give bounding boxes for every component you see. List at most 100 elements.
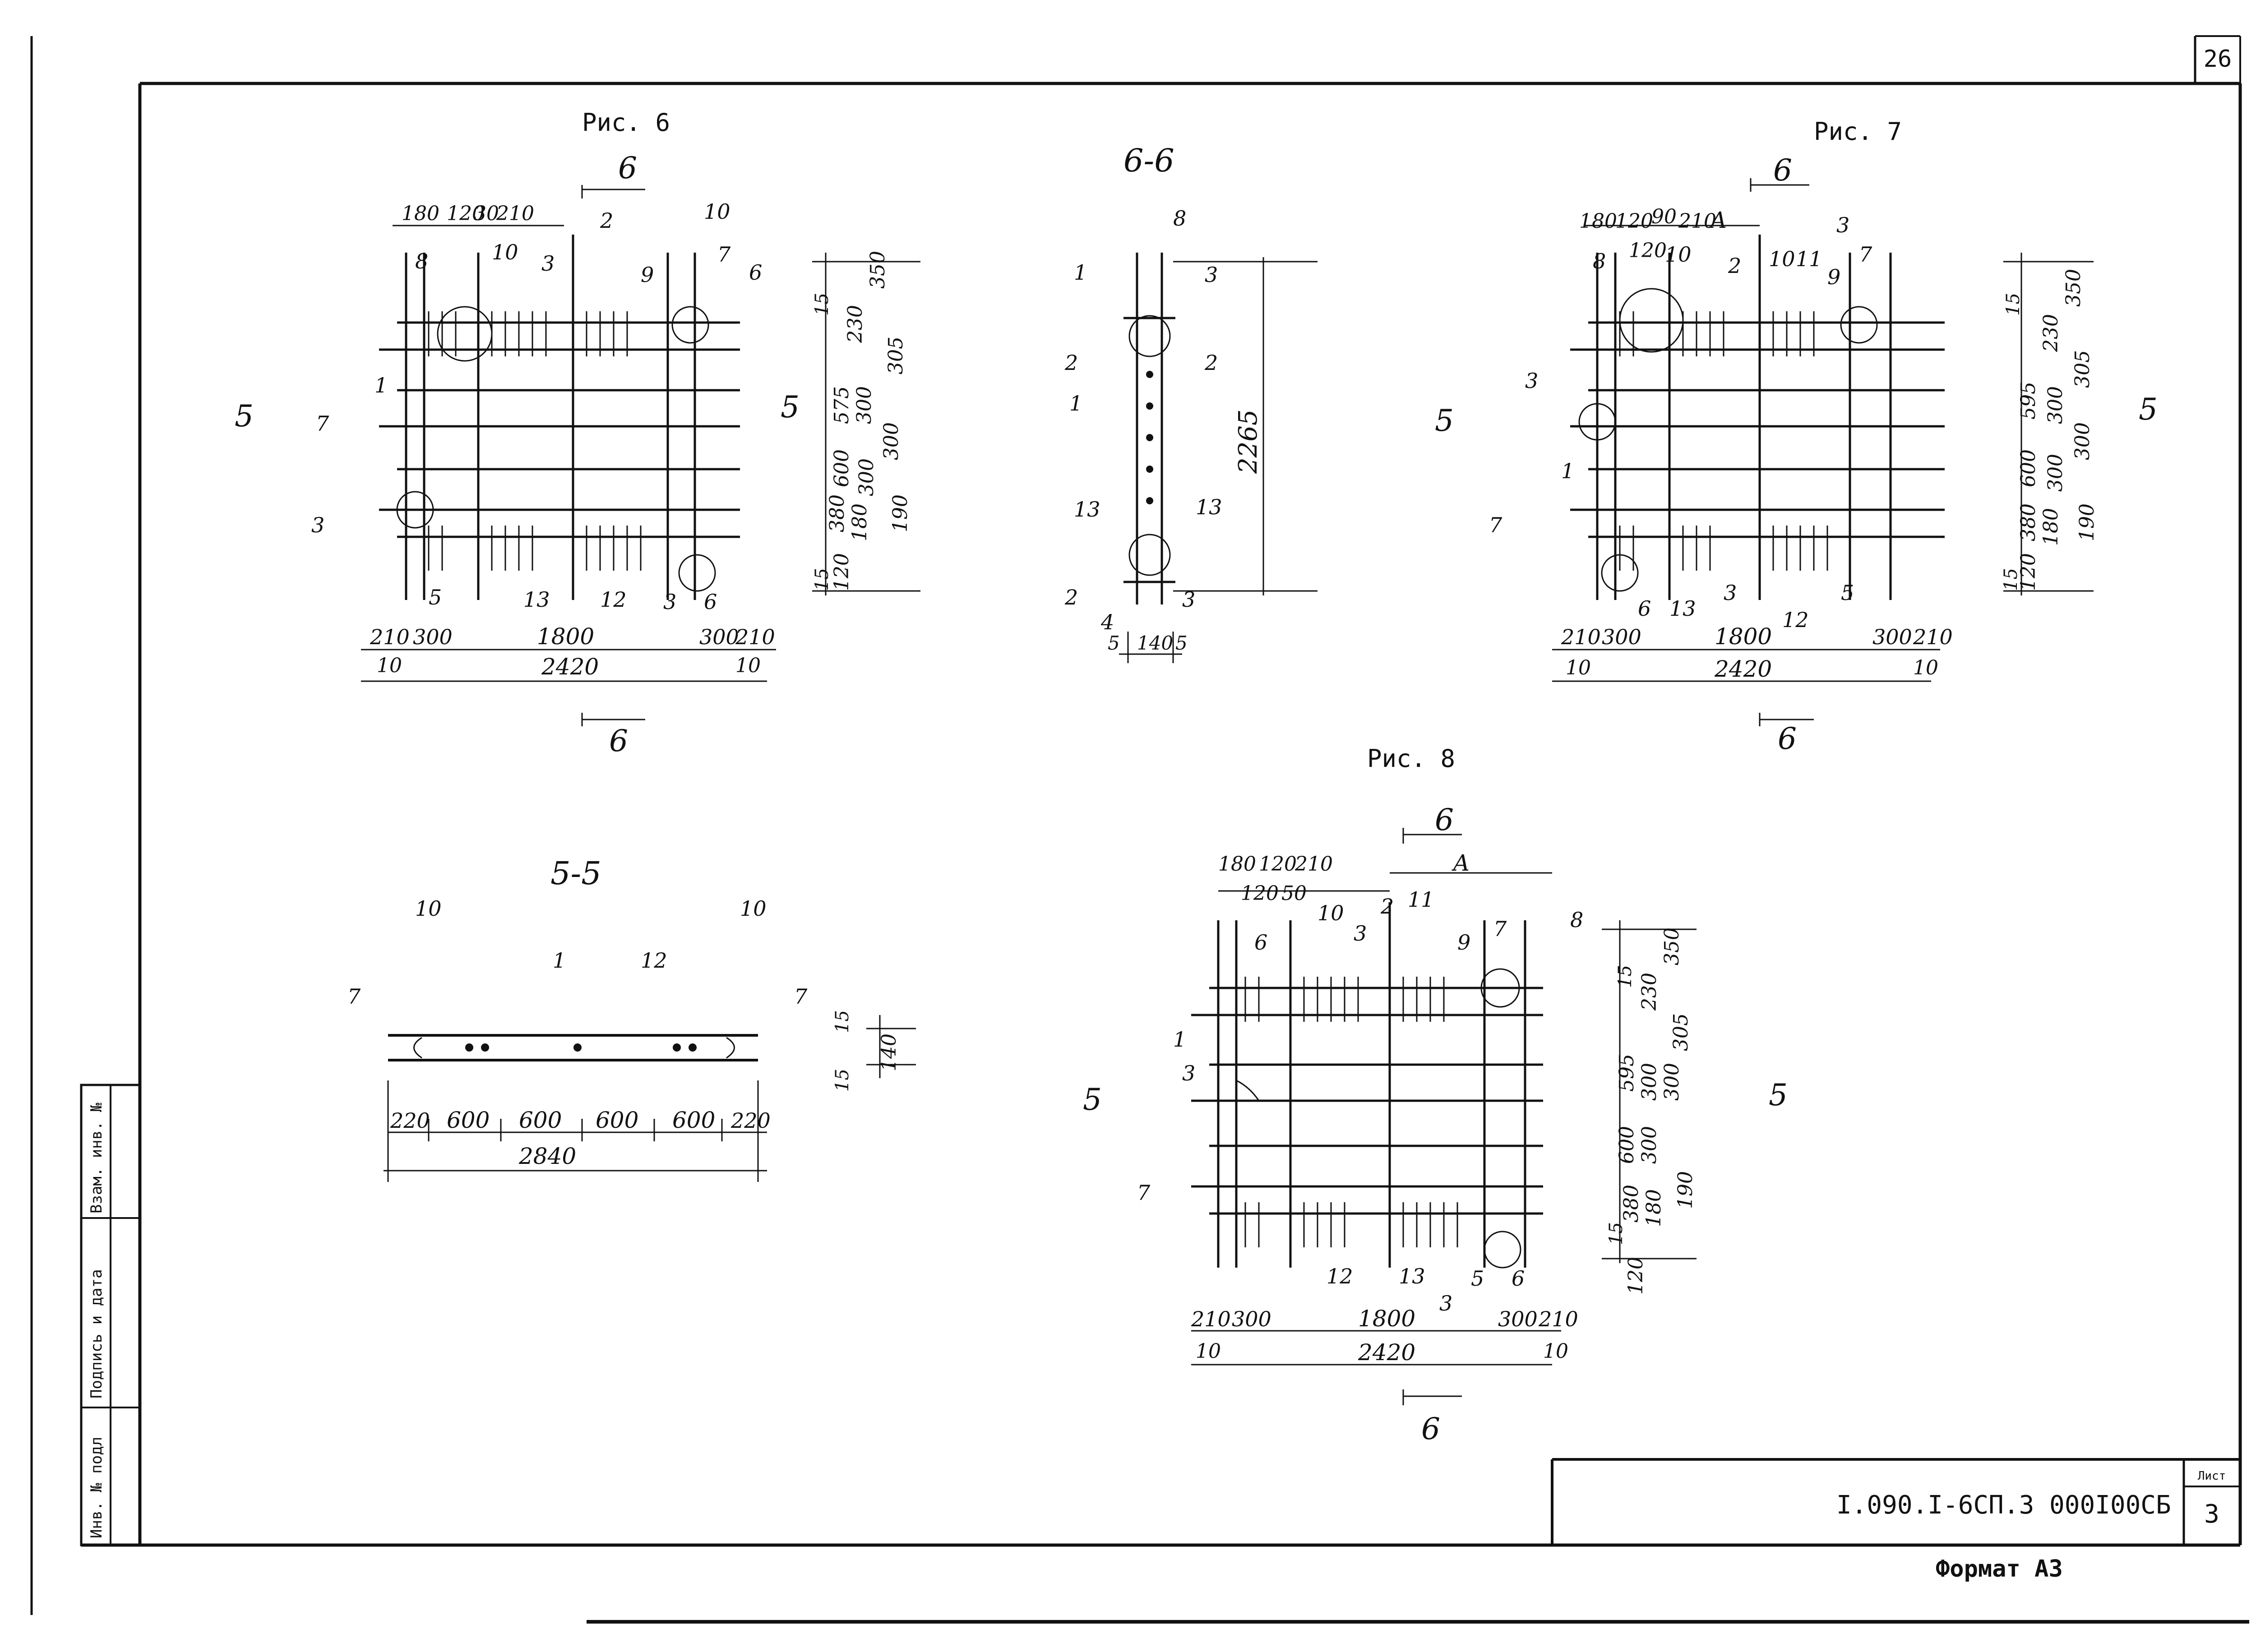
callout-number: 13	[1399, 1264, 1425, 1288]
dim-label: 120	[1624, 1257, 1647, 1295]
dim-label: 190	[1674, 1171, 1697, 1209]
dim-label: 120	[830, 553, 853, 591]
callout-number: 9	[641, 263, 654, 287]
dim-label: 300	[853, 386, 876, 424]
callout-number: 8	[1173, 206, 1186, 231]
callout-number: 2	[1064, 585, 1078, 609]
callout-number: 7	[794, 984, 808, 1009]
dim-label: 300	[1232, 1307, 1271, 1331]
callout-number: 7	[1137, 1181, 1151, 1205]
dim-label: 140	[1137, 632, 1173, 654]
dim-label: 230	[1638, 973, 1661, 1011]
list-number: 3	[2204, 1500, 2219, 1529]
section-6-6: 6-6 2265 5 140 5 8 1 3 2 2 1 13 13 2 4 3	[1064, 142, 1318, 663]
side-stamp-podpis: Подпись и дата	[88, 1269, 106, 1398]
figure-6-section-bottom: 6	[609, 724, 628, 758]
callout-number: 5	[429, 585, 442, 609]
dim-label: 380	[1620, 1185, 1643, 1223]
callout-number: 7	[347, 984, 361, 1009]
dim-label: 300	[2044, 386, 2067, 424]
callout-number: 2	[1728, 254, 1741, 278]
dim-label: 595	[1615, 1054, 1638, 1092]
callout-number: 8	[1570, 908, 1583, 932]
dim-label: 305	[1669, 1013, 1692, 1051]
dim-label: 300	[699, 625, 739, 649]
dim-label: 50	[1281, 882, 1307, 905]
dim-label: 180	[848, 503, 871, 541]
callout-number: 3	[1439, 1291, 1452, 1315]
figure-6-bottom-dims: 210 300 1800 300 210 10 10 2420	[370, 623, 775, 680]
section-5-5-callouts: 7 10 1 12 10 7	[347, 896, 808, 1009]
callout-number: 1	[1074, 260, 1087, 285]
callout-number: 1	[553, 948, 566, 973]
callout-number: 1	[1173, 1027, 1186, 1052]
dim-label: 10	[1566, 656, 1591, 679]
dim-label: 10	[377, 654, 402, 677]
dim-label: 230	[844, 305, 867, 343]
dim-label: 210	[496, 202, 534, 225]
dim-label: 2840	[518, 1143, 576, 1169]
callout-number: 9	[1827, 265, 1840, 289]
callout-number: 12	[600, 587, 627, 612]
dim-label: 10	[1543, 1340, 1568, 1363]
callout-number: 2	[600, 208, 613, 233]
callout-number: 3	[1354, 921, 1367, 946]
figure-7-section-top: 6	[1773, 153, 1792, 188]
dim-label: 300	[2044, 454, 2067, 492]
figure-8-bottom-dims: 210 300 1800 300 210 10 10 2420	[1191, 1306, 1578, 1366]
callout-number: 2	[1204, 351, 1218, 375]
dim-label: 210	[1561, 625, 1601, 649]
callout-number: 7	[316, 411, 329, 436]
callout-number: 10	[740, 896, 767, 921]
sheet-corner-number: 26	[2204, 46, 2232, 73]
callout-number: 6	[749, 260, 762, 285]
section-6-6-title: 6-6	[1123, 142, 1174, 179]
dim-label: 210	[370, 625, 410, 649]
dim-label: 120	[1241, 882, 1279, 905]
figure-8-label-a: А	[1452, 850, 1470, 876]
section-5-5: 5-5 220 600 600 600 600 220 2840 15 140 …	[347, 855, 916, 1182]
dim-label: 380	[826, 494, 849, 532]
callout-number: 7	[1493, 917, 1507, 941]
figure-7-section-bottom: 6	[1778, 721, 1797, 756]
dim-label: 180	[1642, 1189, 1665, 1227]
dim-label: 180	[1218, 853, 1256, 876]
dim-label: 305	[2071, 350, 2094, 388]
dim-label: 1800	[537, 623, 594, 650]
sheet-frame	[30, 35, 2249, 1624]
dim-label: 15	[812, 568, 832, 591]
dim-label: 300	[413, 625, 453, 649]
dim-label: 300	[1872, 625, 1912, 649]
dim-label: 120	[1615, 210, 1653, 233]
figure-7-bottom-dims: 210 300 1800 300 210 10 10 2420	[1561, 623, 1953, 682]
dim-label: 180	[402, 202, 439, 225]
dim-label: 305	[884, 337, 907, 374]
figure-7-callouts: 8 120 10 2 10 11 9 7 3 3 1 7 6 13 3 12 5	[1489, 213, 1872, 632]
callout-number: 9	[1457, 930, 1470, 955]
dim-label: 10	[1196, 1340, 1221, 1363]
dim-label: 140	[878, 1034, 901, 1071]
figure-8-title: Рис. 8	[1367, 744, 1455, 773]
dim-label: 600	[2017, 449, 2040, 487]
dim-label: 595	[2017, 382, 2040, 420]
dim-label: 210	[735, 625, 775, 649]
callout-number: 3	[1182, 587, 1195, 612]
figure-6-section-left: 5	[235, 399, 254, 434]
dim-label: 1800	[1358, 1306, 1415, 1332]
dim-label: 350	[2062, 269, 2085, 307]
figure-7-label-a: А	[1709, 207, 1727, 233]
side-stamp: Инв. № подл Подпись и дата Взам. инв. №	[80, 1084, 141, 1546]
callout-number: 10	[704, 199, 730, 224]
dim-label: 300	[1638, 1063, 1661, 1101]
dim-label: 600	[672, 1107, 715, 1133]
dim-label: 190	[889, 494, 912, 532]
callout-number: 1	[1561, 459, 1574, 483]
callout-number: 8	[1593, 249, 1606, 273]
callout-number: 13	[523, 587, 550, 612]
callout-number: 13	[1196, 495, 1222, 519]
figure-6-top-dims: 180 120 30 210	[402, 202, 534, 225]
figure-7: Рис. 7 6 6 5 5 А 180 120 90 210 210 300 …	[1435, 117, 2158, 756]
dim-label: 220	[390, 1108, 430, 1133]
callout-number: 6	[1638, 596, 1651, 621]
figure-6-title: Рис. 6	[582, 108, 670, 137]
